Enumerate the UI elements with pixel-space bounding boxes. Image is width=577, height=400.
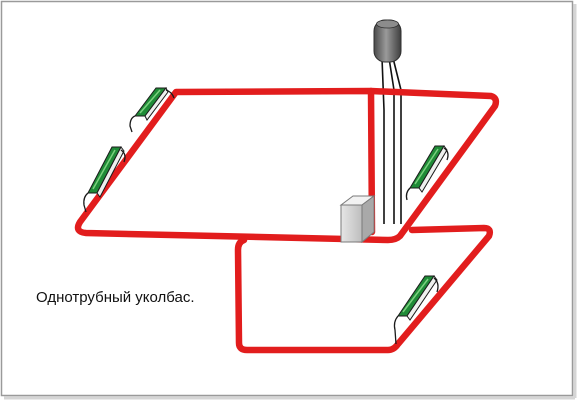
radiator-upper-left-1: [129, 87, 175, 133]
diagram-caption: Однотрубный уколбас.: [36, 289, 195, 306]
pipe-upper-loop: [74, 87, 500, 244]
radiator-upper-left-2: [83, 146, 126, 213]
radiator-lower-right: [393, 275, 439, 345]
boiler-box: [339, 195, 376, 244]
expansion-tank: [373, 19, 402, 63]
radiator-upper-right: [405, 145, 449, 201]
pipe-lower-loop: [234, 224, 494, 354]
